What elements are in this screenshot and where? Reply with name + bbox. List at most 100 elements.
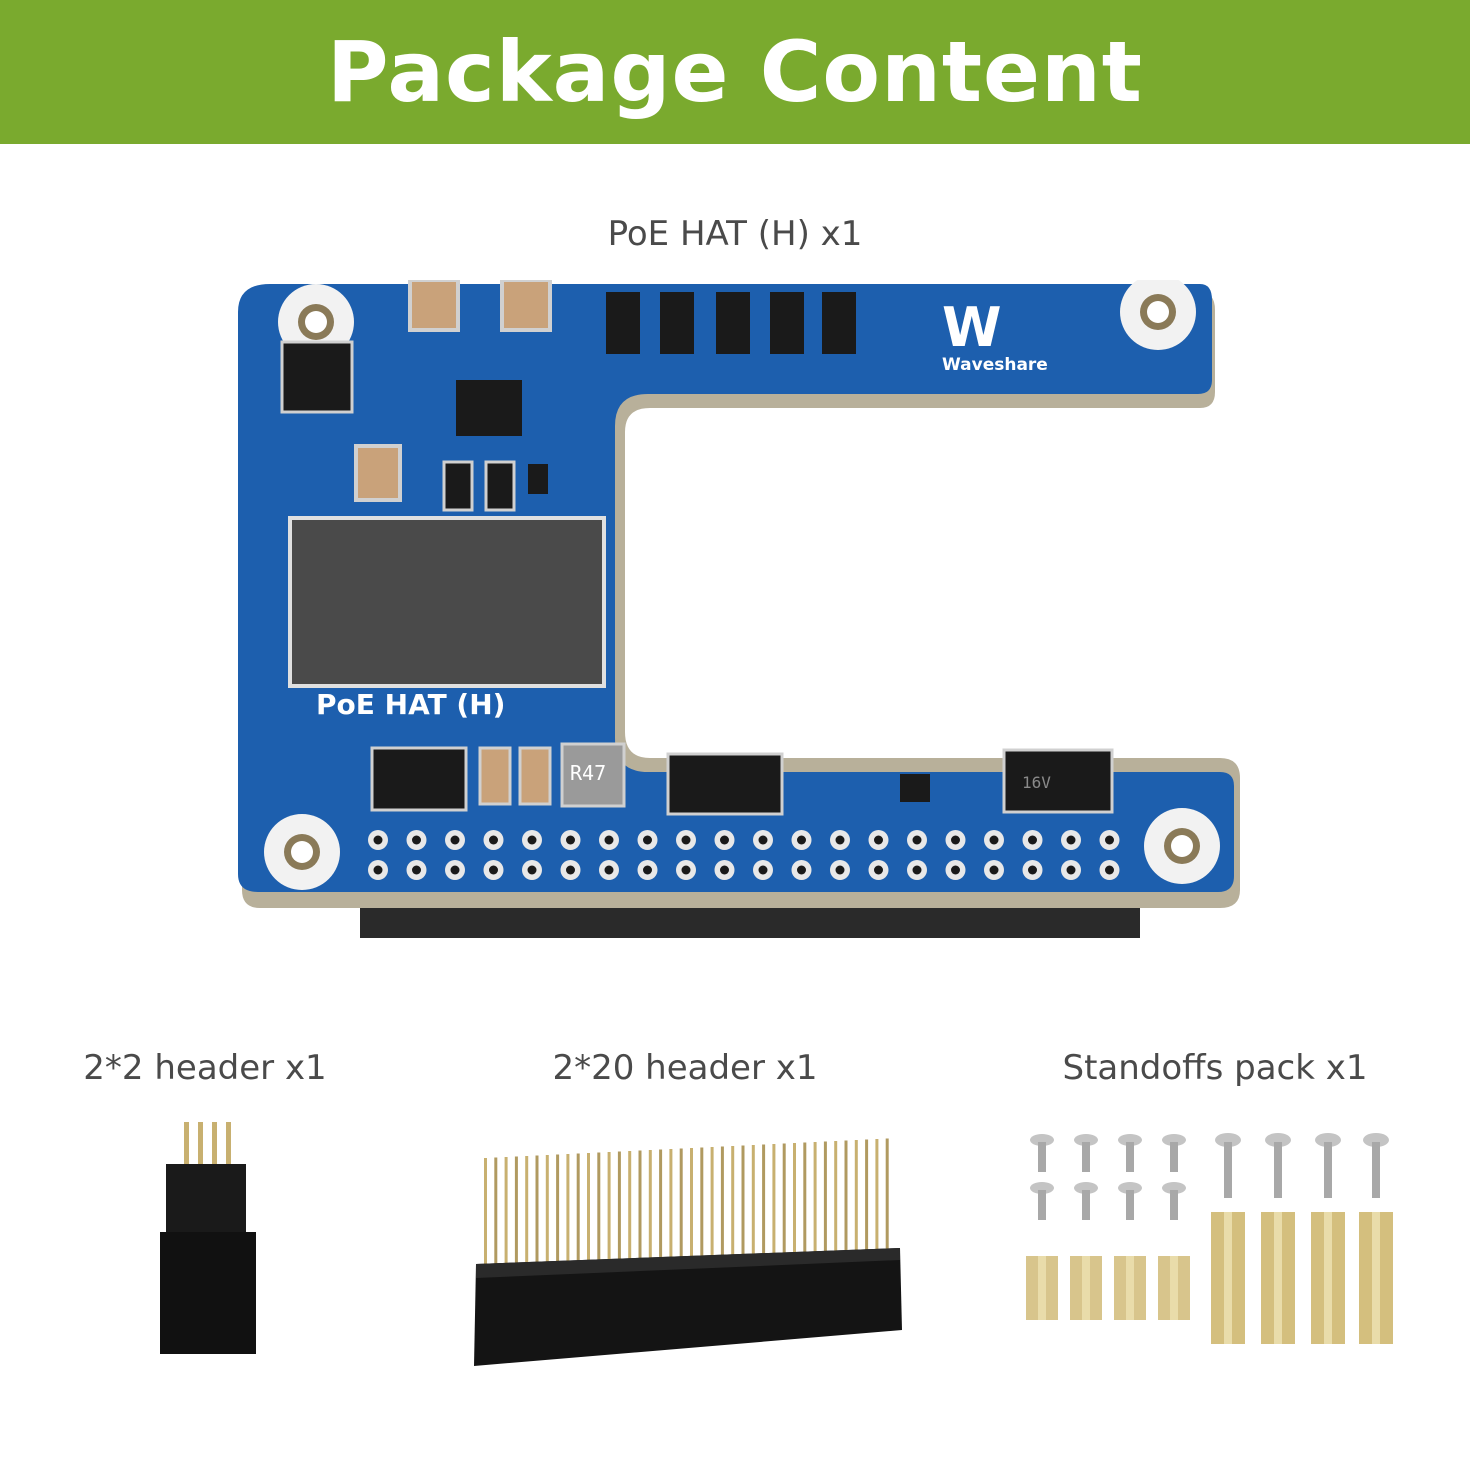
header-2x2-image: [160, 1122, 256, 1354]
header-pin: [762, 1144, 766, 1263]
gpio-pad-hole: [527, 865, 537, 875]
standoff-highlight: [1170, 1256, 1178, 1320]
header-pin: [854, 1140, 858, 1258]
screw-head: [1030, 1134, 1054, 1146]
header-pin: [885, 1138, 889, 1257]
gpio-pad-hole: [412, 865, 421, 875]
inductor-marking: R47: [570, 761, 606, 785]
standoff-highlight: [1274, 1212, 1282, 1344]
header-pin: [484, 1158, 487, 1276]
gpio-pad-hole: [604, 865, 614, 875]
screw-thread: [1082, 1190, 1090, 1220]
header-pin: [720, 1146, 724, 1265]
header-pin: [710, 1147, 714, 1265]
gpio-pad-hole: [566, 865, 575, 875]
header-pin: [679, 1148, 683, 1267]
screw-head: [1315, 1133, 1341, 1147]
gpio-pad-hole: [758, 835, 768, 845]
screw-thread: [1324, 1142, 1332, 1198]
gpio-pad-hole: [874, 865, 883, 875]
controller-chip: [456, 380, 522, 436]
header-pin: [751, 1145, 755, 1263]
gpio-pad-hole: [489, 835, 498, 845]
capacitor: [408, 280, 460, 332]
screw-head: [1215, 1133, 1241, 1147]
standoffs-pack-image: [1026, 1133, 1393, 1344]
diode-marking: 16V: [1022, 773, 1051, 792]
bridge-rectifier: [280, 340, 354, 414]
header-pin: [823, 1141, 827, 1260]
gpio-pad-hole: [681, 865, 691, 875]
capacitor: [478, 746, 512, 806]
gpio-pad-hole: [566, 835, 575, 845]
gpio-pad-hole: [604, 835, 614, 845]
gpio-pad-hole: [1028, 835, 1037, 845]
header-pin: [844, 1140, 848, 1259]
header-pins: [484, 1138, 889, 1276]
header-pin: [184, 1122, 189, 1184]
gpio-pad-hole: [412, 835, 421, 845]
gpio-pad-hole: [835, 835, 845, 845]
header-pin: [875, 1139, 879, 1257]
screw-thread: [1224, 1142, 1232, 1198]
header-pin: [566, 1154, 570, 1272]
standoff-highlight: [1324, 1212, 1332, 1344]
screw-head: [1074, 1182, 1098, 1194]
resistor: [484, 460, 516, 512]
gpio-pad-hole: [373, 865, 383, 875]
screw-thread: [1126, 1142, 1134, 1172]
header-pin: [782, 1143, 786, 1262]
standoff-highlight: [1126, 1256, 1134, 1320]
gpio-pad-hole: [1105, 865, 1114, 875]
transistor: [528, 464, 548, 494]
mounting-hole: [1144, 808, 1220, 884]
poe-hat-board-image: W Waveshare PoE HAT (H) R47 16V: [238, 280, 1240, 938]
gpio-pad-hole: [450, 835, 460, 845]
header-body: [166, 1164, 246, 1234]
screw-thread: [1170, 1190, 1178, 1220]
gpio-pad-hole: [951, 835, 960, 845]
screw-thread: [1170, 1142, 1178, 1172]
gpio-pad-hole: [720, 835, 729, 845]
capacitor: [518, 746, 552, 806]
header-pin: [648, 1150, 652, 1268]
gpio-pad-hole: [1105, 835, 1114, 845]
header-pin: [212, 1122, 217, 1184]
gpio-pad-hole: [951, 865, 960, 875]
standoff-highlight: [1082, 1256, 1090, 1320]
header-pin: [669, 1149, 673, 1267]
standoffs: [1026, 1212, 1393, 1344]
transformer: [288, 516, 606, 688]
header-pin: [226, 1122, 231, 1184]
gpio-pad-hole: [835, 865, 845, 875]
header-socket: [160, 1232, 256, 1354]
header-pin: [576, 1153, 580, 1272]
header-pin: [638, 1150, 642, 1269]
screw-thread: [1038, 1142, 1046, 1172]
screw-head: [1265, 1133, 1291, 1147]
poe-hat-caption: PoE HAT (H) x1: [607, 214, 863, 254]
gpio-pad-hole: [874, 835, 883, 845]
screw-head: [1162, 1182, 1186, 1194]
header-pin: [525, 1156, 529, 1274]
gpio-pad-hole: [643, 835, 652, 845]
tvs-diode: [1002, 748, 1114, 814]
header-2x20-image: [474, 1138, 902, 1366]
gpio-pad-hole: [989, 865, 999, 875]
diode: [716, 292, 750, 354]
inductor: [560, 742, 626, 808]
header-pin: [700, 1147, 704, 1266]
screw-thread: [1082, 1142, 1090, 1172]
gpio-pad-hole: [797, 835, 806, 845]
header-pin: [834, 1141, 838, 1259]
diode: [822, 292, 856, 354]
header-pin: [556, 1154, 560, 1273]
header-pin: [587, 1153, 590, 1271]
header-pin: [803, 1142, 807, 1261]
header-pin: [813, 1142, 817, 1260]
gpio-pad-hole: [1066, 835, 1076, 845]
header-pin: [617, 1151, 621, 1270]
standoff-highlight: [1372, 1212, 1380, 1344]
brand-logo-icon: W: [942, 296, 1002, 359]
standoff-highlight: [1224, 1212, 1232, 1344]
